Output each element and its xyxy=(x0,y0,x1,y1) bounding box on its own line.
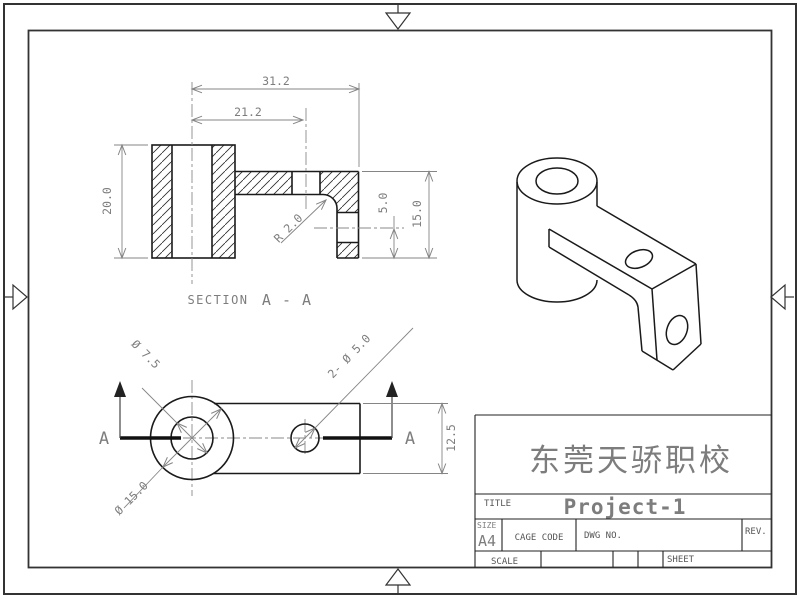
dim-width-label: 12.5 xyxy=(444,424,458,452)
section-name: A - A xyxy=(262,291,312,309)
section-label: SECTION xyxy=(187,293,248,307)
dim-holes-label: 2- Ø 5.0 xyxy=(325,331,374,381)
iso-arm-edges xyxy=(548,205,702,371)
plan-part-outline xyxy=(149,395,361,481)
cut-arrow-right-icon xyxy=(386,381,398,397)
title-label: TITLE xyxy=(484,499,511,509)
size-value: A4 xyxy=(478,532,496,550)
outer-border xyxy=(3,3,797,595)
section-hatching xyxy=(152,145,359,258)
section-centerlines xyxy=(191,82,404,284)
dim-hole-offset-label: 21.2 xyxy=(234,105,262,119)
sheet-label: SHEET xyxy=(667,555,695,565)
dim-height-label: 20.0 xyxy=(100,187,114,215)
section-part-outline xyxy=(151,144,360,259)
dim-total-width-label: 31.2 xyxy=(262,74,290,88)
center-mark-right-icon xyxy=(770,283,794,311)
rev-label: REV. xyxy=(745,527,767,537)
section-view-title: SECTION A - A xyxy=(187,291,312,309)
dwg-no-label: DWG NO. xyxy=(584,531,622,541)
size-label: SIZE xyxy=(477,521,496,530)
dim-side-hole-offset-label: 5.0 xyxy=(376,193,390,214)
plan-cut-line: A A xyxy=(99,381,415,449)
plan-dimensions: Ø 7.5 Ø 15.0 2- Ø 5.0 12.5 xyxy=(112,327,458,518)
cut-arrow-left-icon xyxy=(114,381,126,397)
dim-lip-height-label: 15.0 xyxy=(410,200,424,228)
cage-code-label: CAGE CODE xyxy=(515,533,564,543)
section-dimensions: 31.2 21.2 20.0 15.0 5.0 R 2.0 xyxy=(100,74,437,260)
center-mark-top-icon xyxy=(384,4,412,30)
drawing-frame xyxy=(3,3,797,595)
plan-view: A A Ø 7.5 Ø 15.0 2- Ø 5.0 12.5 xyxy=(99,327,458,518)
company-name: 东莞天骄职校 xyxy=(529,443,733,479)
iso-face-hole xyxy=(665,314,689,346)
cut-label-left: A xyxy=(99,429,109,449)
cut-label-right: A xyxy=(405,429,415,449)
drawing-title: Project-1 xyxy=(564,495,687,519)
iso-top-hole xyxy=(624,248,654,270)
inner-border xyxy=(27,29,773,569)
center-mark-bottom-icon xyxy=(384,568,412,594)
dim-boss-label: Ø 15.0 xyxy=(112,478,151,517)
dim-bore-label: Ø 7.5 xyxy=(129,337,163,371)
center-mark-left-icon xyxy=(4,283,28,311)
iso-cylinder xyxy=(516,157,598,303)
scale-label: SCALE xyxy=(491,557,518,567)
dim-fillet-label: R 2.0 xyxy=(271,211,305,245)
title-block-lines xyxy=(474,414,772,568)
title-block: 东莞天骄职校 TITLE Project-1 SIZE A4 CAGE CODE… xyxy=(474,414,772,568)
isometric-view xyxy=(516,157,702,371)
iso-arm-fill xyxy=(549,204,701,370)
section-view: 31.2 21.2 20.0 15.0 5.0 R 2.0 SECTION A … xyxy=(100,74,437,309)
plan-centerlines xyxy=(183,380,323,496)
